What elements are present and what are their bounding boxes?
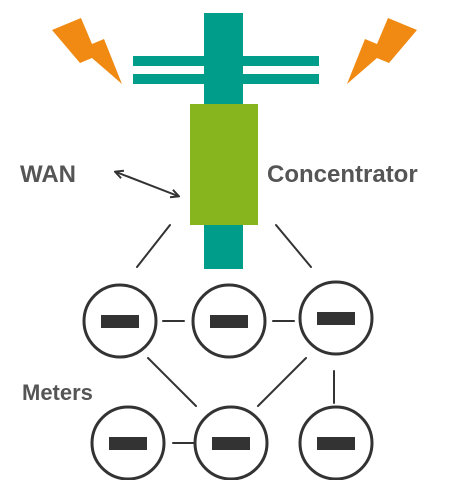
meter-icon [193, 405, 269, 480]
meter-icon [298, 280, 374, 356]
wan-double-arrow-icon [116, 172, 178, 196]
link-meter-3-meter-5 [257, 357, 307, 407]
link-concentrator-meter-3 [275, 224, 312, 268]
pole-crossbar-upper [133, 56, 319, 66]
concentrator-label: Concentrator [267, 161, 418, 188]
wan-label: WAN [20, 161, 76, 188]
meter-icon [90, 405, 166, 480]
meters-label: Meters [22, 380, 93, 405]
lightning-bolt-right-icon [347, 18, 417, 84]
link-concentrator-meter-1 [136, 224, 171, 268]
link-meter-1-meter-5 [147, 357, 197, 407]
meter-icon [82, 283, 158, 359]
concentrator-box [190, 104, 258, 225]
meter-icon [191, 283, 267, 359]
lightning-bolt-left-icon [52, 18, 122, 84]
meter-icon [298, 405, 374, 480]
connector-lines [136, 224, 335, 444]
pole-crossbar-lower [133, 74, 319, 84]
